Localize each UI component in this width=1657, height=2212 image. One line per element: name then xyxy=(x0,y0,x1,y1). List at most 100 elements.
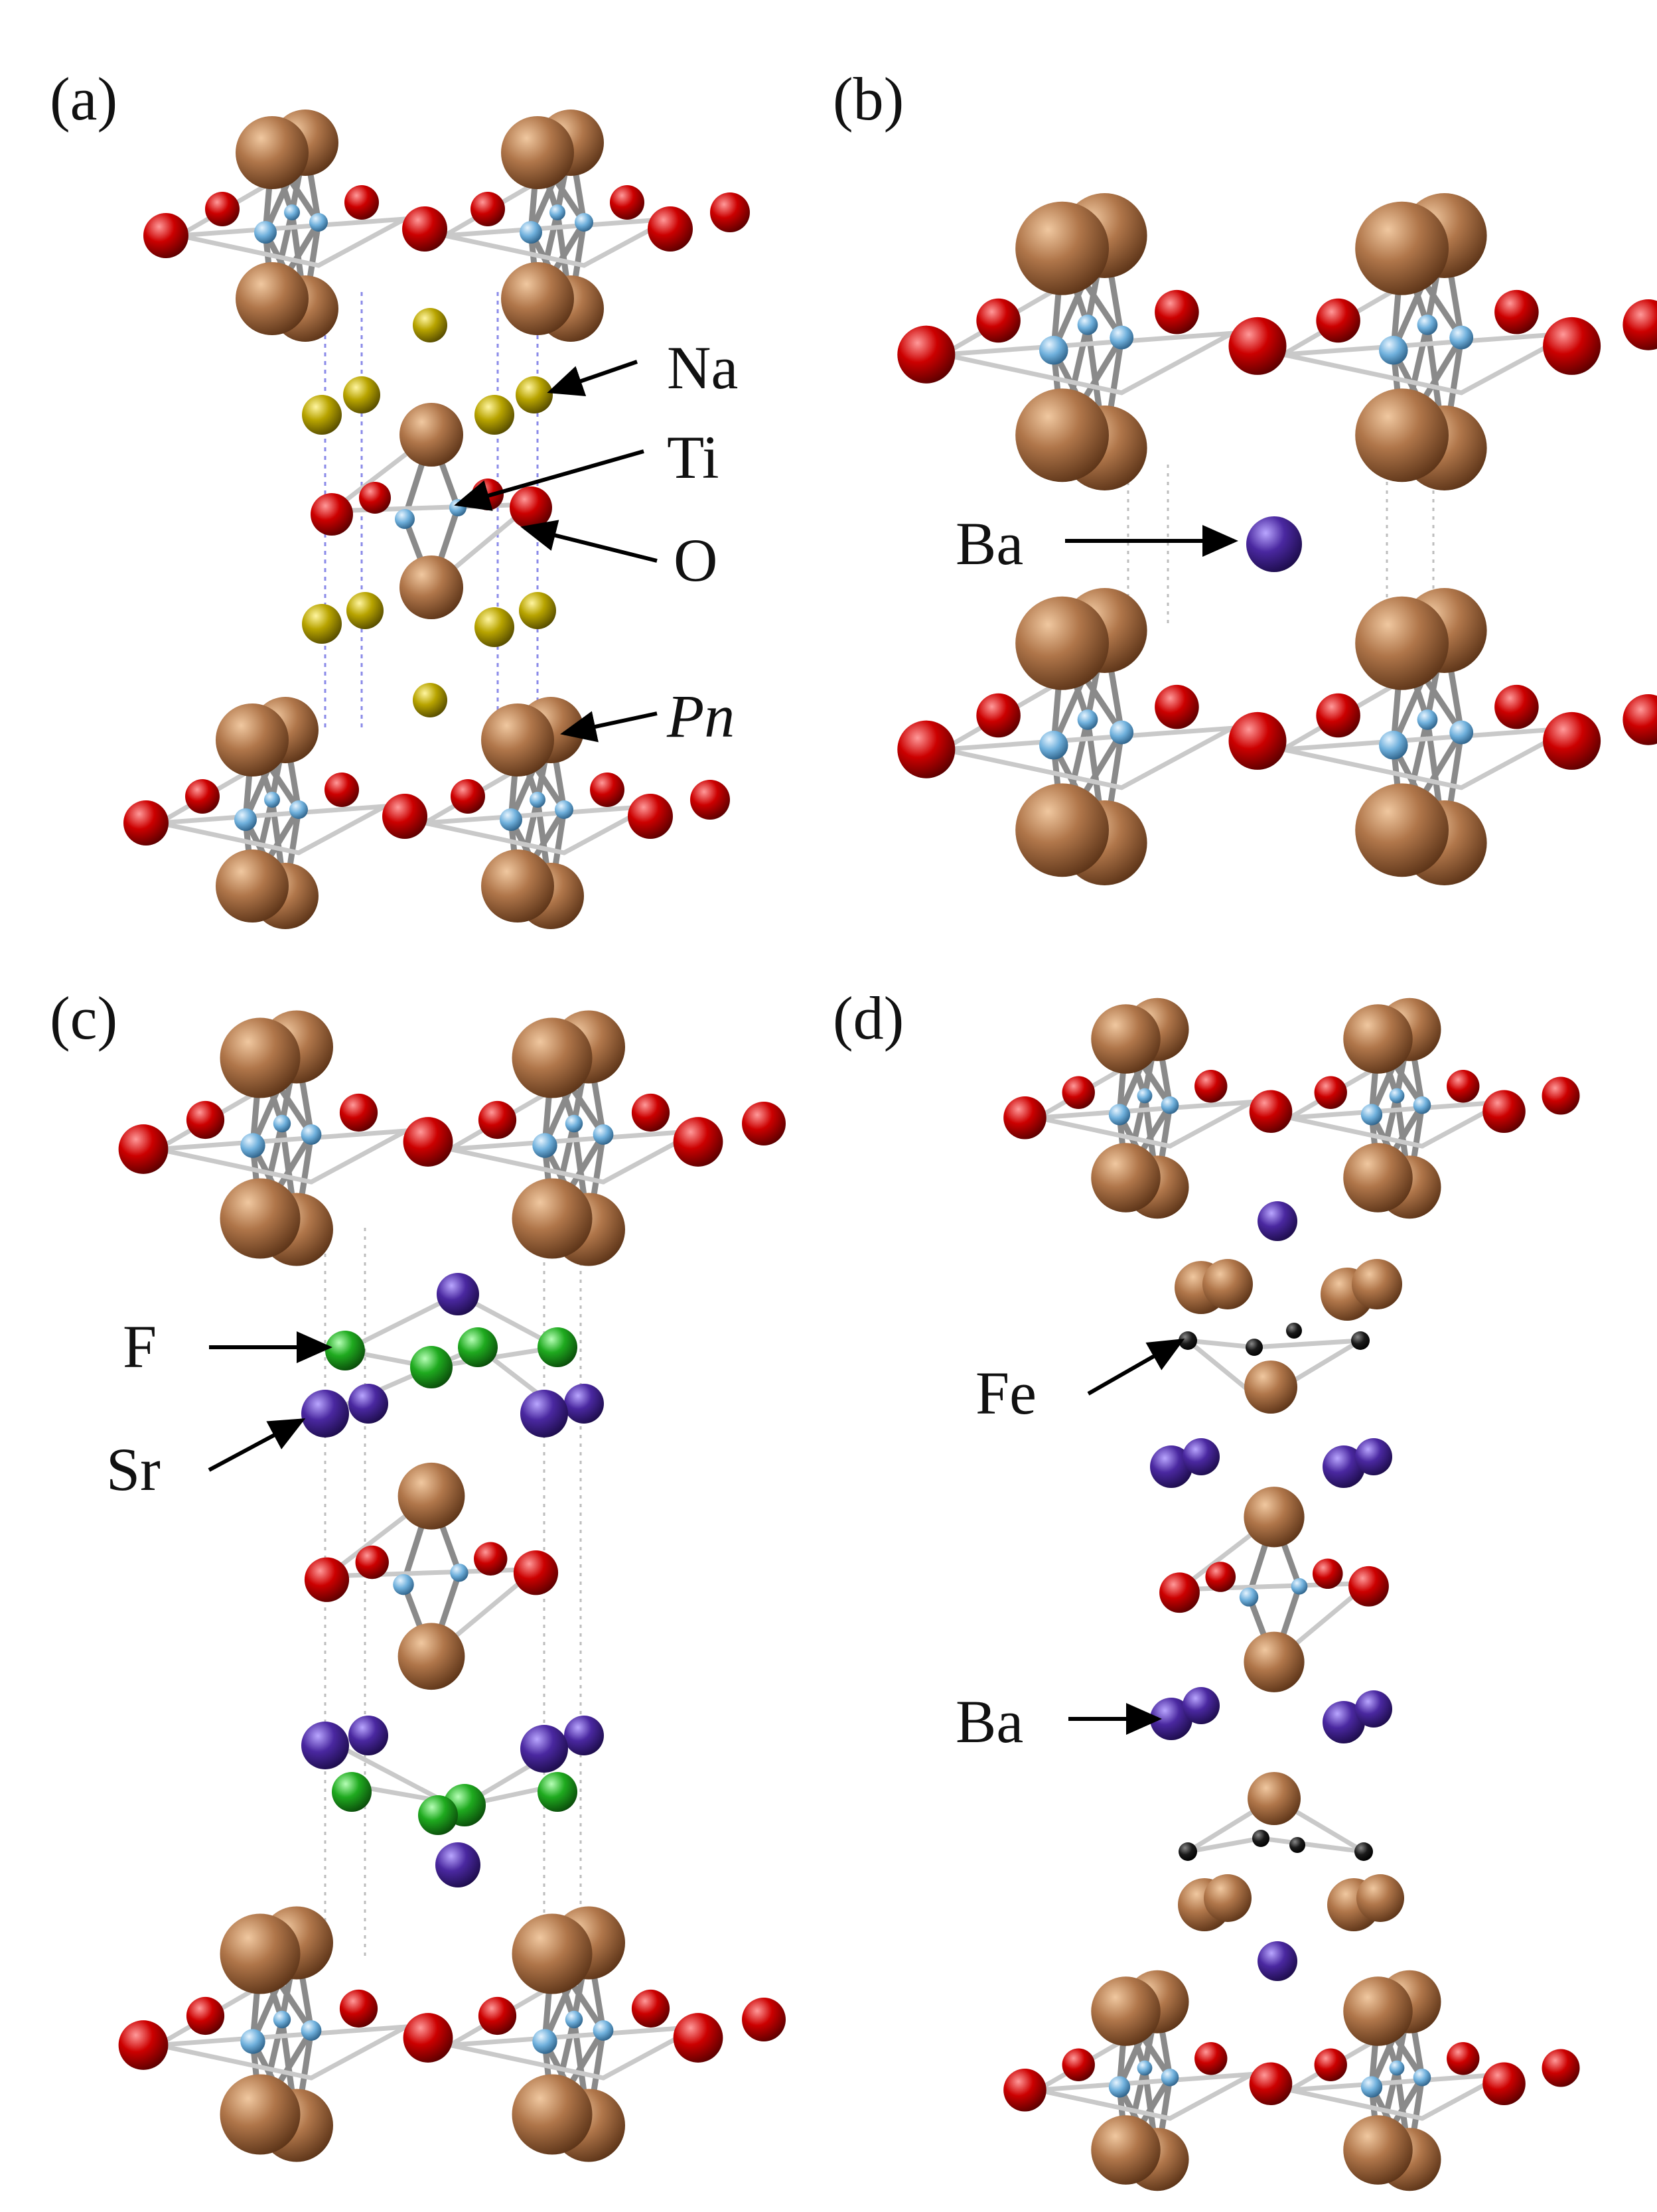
bond xyxy=(940,747,1124,790)
ti-atom xyxy=(264,792,280,808)
pn-atom xyxy=(501,262,574,335)
o-atom xyxy=(1314,2048,1347,2081)
o-atom xyxy=(1312,1558,1343,1589)
ba-atom xyxy=(1355,1690,1392,1728)
bond xyxy=(1287,1115,1425,1149)
ti-atom xyxy=(555,800,573,819)
arrow-fe xyxy=(1087,1339,1185,1396)
ti-atom xyxy=(234,808,257,831)
o-atom xyxy=(186,1100,225,1140)
ti-atom xyxy=(240,1133,265,1158)
o-atom xyxy=(304,1557,350,1602)
panel-label-a: (a) xyxy=(50,65,117,133)
structure-panel-c xyxy=(118,1010,786,2162)
fe-atom xyxy=(1252,1830,1269,1847)
ba-atom xyxy=(301,1722,349,1769)
na-atom xyxy=(474,395,514,435)
ti-atom xyxy=(1449,325,1474,350)
pn-atom xyxy=(501,116,574,189)
ba-atom xyxy=(301,1390,349,1438)
pn-atom xyxy=(399,555,463,619)
pn-atom xyxy=(512,2074,593,2155)
o-atom xyxy=(631,1989,670,2028)
ti-atom xyxy=(565,2010,583,2029)
na-atom xyxy=(474,607,514,647)
o-atom xyxy=(628,794,673,839)
ba-atom xyxy=(348,1716,388,1755)
ba-atom xyxy=(1246,516,1302,572)
pn-atom xyxy=(1355,783,1449,877)
pn-atom xyxy=(1343,2115,1413,2185)
pn-atom xyxy=(1352,1259,1402,1309)
bond xyxy=(1185,1836,1263,1854)
o-atom xyxy=(510,486,552,529)
ti-atom xyxy=(273,1114,291,1133)
fe-atom xyxy=(1289,1837,1305,1853)
bond xyxy=(296,804,388,855)
bond xyxy=(155,2024,409,2047)
fe-atom xyxy=(1179,1331,1197,1350)
o-atom xyxy=(1314,1076,1347,1109)
bond xyxy=(1280,747,1464,790)
bond xyxy=(155,1147,314,1185)
panel-label-c: (c) xyxy=(50,984,117,1052)
o-atom xyxy=(470,192,505,226)
o-atom xyxy=(474,1542,508,1576)
ti-atom xyxy=(1110,720,1134,745)
o-atom xyxy=(478,1100,517,1140)
ti-atom xyxy=(1379,336,1408,365)
pn-atom xyxy=(1355,201,1449,295)
na-atom xyxy=(302,395,342,435)
ba-atom xyxy=(1258,1201,1297,1241)
fe-atom xyxy=(1246,1339,1263,1356)
ti-atom xyxy=(532,2029,557,2054)
ti-atom xyxy=(520,221,542,244)
bond xyxy=(447,1128,701,1151)
label-ba-b: Ba xyxy=(956,510,1023,577)
fe-atom xyxy=(1354,1842,1373,1861)
ti-atom xyxy=(284,204,300,220)
arrow-pn xyxy=(560,711,658,743)
o-atom xyxy=(1228,711,1287,770)
bond xyxy=(1035,2087,1173,2121)
ti-atom xyxy=(500,808,522,831)
ba-atom xyxy=(1183,1687,1220,1724)
pn-atom xyxy=(1356,1874,1404,1922)
structure-panel-b xyxy=(897,193,1657,885)
ba-atom xyxy=(1258,1941,1297,1981)
o-atom xyxy=(1062,1076,1095,1109)
pn-atom xyxy=(236,262,309,335)
ti-atom xyxy=(273,2010,291,2029)
na-atom xyxy=(302,604,342,644)
ti-atom xyxy=(254,221,277,244)
ba-atom xyxy=(1183,1438,1220,1475)
bond xyxy=(1287,2087,1425,2121)
pn-atom xyxy=(236,116,309,189)
ba-atom xyxy=(564,1384,604,1424)
pn-atom xyxy=(1204,1874,1252,1922)
o-atom xyxy=(1447,2042,1480,2075)
o-atom xyxy=(324,773,359,807)
bond xyxy=(1280,331,1575,357)
o-atom xyxy=(403,1117,453,1167)
ba-atom xyxy=(1323,1701,1365,1743)
bond xyxy=(1185,1338,1257,1350)
f-atom xyxy=(325,1331,365,1370)
o-atom xyxy=(339,1093,378,1132)
o-atom xyxy=(1003,1096,1046,1140)
ti-atom xyxy=(1449,720,1474,745)
o-atom xyxy=(1205,1562,1236,1592)
o-atom xyxy=(451,779,485,814)
pn-atom xyxy=(1202,1259,1253,1309)
f-atom xyxy=(332,1772,372,1812)
ti-atom xyxy=(1389,2060,1405,2076)
o-atom xyxy=(1249,2062,1293,2106)
ti-atom xyxy=(1291,1578,1308,1595)
pn-atom xyxy=(512,1178,593,1259)
f-atom xyxy=(410,1346,453,1388)
o-atom xyxy=(1249,1090,1293,1134)
bond xyxy=(1287,2072,1506,2093)
bond xyxy=(157,804,388,826)
ti-atom xyxy=(289,800,308,819)
bond xyxy=(309,2024,409,2081)
